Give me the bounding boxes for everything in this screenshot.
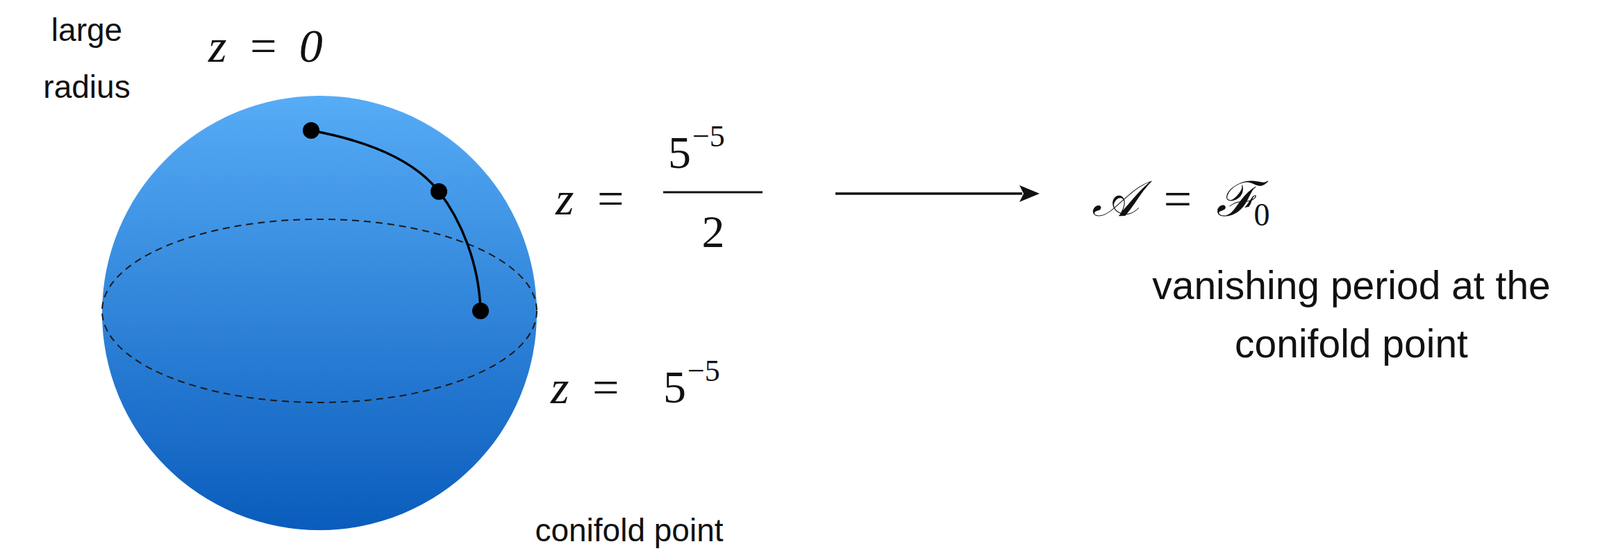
math-label: z = 0 [208,18,323,74]
exponent: −5 [692,119,725,155]
math-label: z = [555,170,627,227]
equator [102,219,537,403]
arrow-line [835,192,1023,196]
moduli-sphere [102,95,537,531]
point-dot [472,302,489,320]
point-dot [302,122,320,139]
point-label: conifold point [490,511,769,550]
arrow-head [1019,185,1040,203]
path-curve [311,130,481,312]
fraction-bar [663,191,763,194]
math-label: 𝒜 = ℱ [1091,168,1253,231]
region-label: large radius [17,1,157,116]
math-label: 5 [663,359,687,416]
subscript: 0 [1254,197,1271,234]
math-label: z = [550,359,622,416]
exponent: −5 [687,354,721,389]
math-label: 2 [694,204,732,260]
note-text: vanishing period at the conifold point [1115,256,1588,373]
math-label: 5 [668,125,691,181]
point-dot [430,183,448,200]
